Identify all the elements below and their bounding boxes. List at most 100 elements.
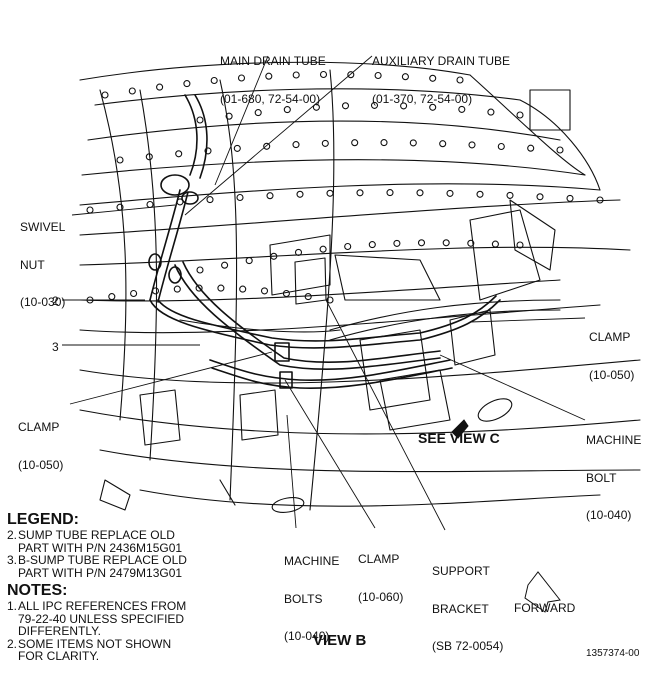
bolt-head (416, 189, 424, 197)
bolt-head (195, 284, 203, 292)
bolt-head (326, 189, 334, 197)
bolt-head (183, 80, 191, 88)
bolt-head (86, 206, 94, 214)
auxiliary-drain-tube-label: AUXILIARY DRAIN TUBE (01-370, 72-54-00) (372, 54, 511, 106)
legend-item-text: SUMP TUBE REPLACE OLD PART WITH P/N 2436… (18, 528, 183, 555)
bolt-head (292, 141, 300, 149)
bolt-head (386, 189, 394, 197)
bolt-head (467, 239, 475, 247)
bolt-head (283, 106, 291, 114)
notes-item: 2.SOME ITEMS NOT SHOWN FOR CLARITY. (7, 636, 186, 663)
bolt-head (312, 103, 320, 111)
bolt-head (374, 71, 382, 80)
bolt-head (429, 74, 437, 82)
bolt-head (380, 139, 388, 147)
bolt-head (321, 139, 329, 147)
notes-title: NOTES: (7, 582, 68, 599)
bolt-head (233, 144, 241, 152)
notes-list: 1.ALL IPC REFERENCES FROM 79-22-40 UNLES… (7, 600, 186, 663)
swivel-nut-label: SWIVEL NUT (10-030) (20, 220, 66, 309)
bolt-head (237, 74, 246, 82)
bolt-head (516, 241, 524, 249)
view-title: VIEW B (313, 632, 367, 649)
forward-label: FORWARD (514, 601, 576, 615)
main-drain-tube-label: MAIN DRAIN TUBE (01-680, 72-54-00) (220, 54, 326, 106)
bolt-head (347, 71, 355, 79)
bolt-head (319, 245, 327, 253)
bolt-head (101, 91, 109, 99)
bolt-head (401, 73, 409, 81)
item-2-callout: 2 (52, 294, 59, 308)
bolt-head (225, 112, 233, 120)
bolt-head (393, 239, 401, 247)
bolt-head (536, 193, 544, 201)
support-bracket-label: SUPPORT BRACKET (SB 72-0054) (432, 564, 504, 653)
legend-list: 2.SUMP TUBE REPLACE OLD PART WITH P/N 24… (7, 529, 187, 579)
bolt-head (145, 153, 153, 161)
clamp-bottom-label: CLAMP (10-060) (358, 552, 404, 604)
lower-parts (99, 398, 513, 513)
clamp-right-label: CLAMP (10-050) (589, 330, 635, 382)
legend-item: 3.B-SUMP TUBE REPLACE OLD PART WITH P/N … (7, 554, 187, 579)
bolt-head (221, 261, 229, 269)
bolt-head (368, 241, 376, 249)
bolt-head (344, 242, 352, 251)
bolt-head (351, 139, 359, 147)
bolt-head (282, 289, 290, 298)
bolt-head (400, 102, 408, 110)
main-drain-tube-drawing (148, 94, 501, 390)
case-arcs (79, 61, 641, 511)
notes-item-number: 2. (7, 636, 18, 651)
bolt-head (156, 83, 164, 91)
bolt-head (506, 191, 514, 199)
bolt-head (442, 239, 450, 247)
bolt-head (516, 111, 524, 119)
bolt-head (491, 240, 499, 248)
view-c-arrow (451, 419, 469, 439)
bolt-head (236, 193, 244, 202)
bolt-head (417, 239, 426, 247)
notes-item-number: 1. (7, 599, 18, 613)
bolt-head (527, 144, 535, 152)
bolt-head (130, 289, 138, 298)
bolt-head (217, 284, 225, 292)
bolt-head (429, 103, 437, 111)
bolt-head (356, 189, 364, 197)
clamp-left-label: CLAMP (10-050) (18, 420, 64, 472)
bolt-head (296, 190, 304, 198)
bolt-head (265, 72, 273, 80)
legend-item-number: 3. (7, 553, 18, 567)
forward-arrow (524, 571, 561, 613)
bolt-head (596, 196, 604, 204)
brackets (139, 89, 571, 446)
bolt-head (206, 196, 214, 204)
bolt-head (304, 293, 312, 301)
bolt-head (254, 109, 262, 117)
bolt-head (245, 257, 253, 265)
bolt-head (294, 248, 303, 256)
bolt-head (497, 142, 505, 151)
bolt-head (196, 266, 204, 274)
bolt-head (116, 156, 124, 164)
bolt-head (239, 285, 247, 293)
bolt-head (487, 108, 495, 116)
item-3-callout: 3 (52, 340, 59, 354)
bolt-head (292, 71, 300, 79)
bolt-rows (86, 70, 604, 304)
bolt-head (456, 76, 464, 84)
bolt-head (266, 192, 274, 200)
notes-item: 1.ALL IPC REFERENCES FROM 79-22-40 UNLES… (7, 600, 186, 638)
bolt-head (210, 76, 218, 85)
bolt-head (566, 194, 574, 202)
legend-item-text: B-SUMP TUBE REPLACE OLD PART WITH P/N 24… (18, 553, 187, 580)
bolt-head (439, 140, 447, 148)
machine-bolt-label: MACHINE BOLT (10-040) (586, 433, 642, 522)
legend-item-number: 2. (7, 528, 18, 542)
machine-bolts-label: MACHINE BOLTS (10-040) (284, 554, 340, 643)
bolt-head (204, 147, 212, 155)
legend-title: LEGEND: (7, 511, 79, 528)
bolt-head (173, 285, 181, 293)
bolt-head (341, 102, 350, 110)
bolt-head (446, 189, 454, 197)
